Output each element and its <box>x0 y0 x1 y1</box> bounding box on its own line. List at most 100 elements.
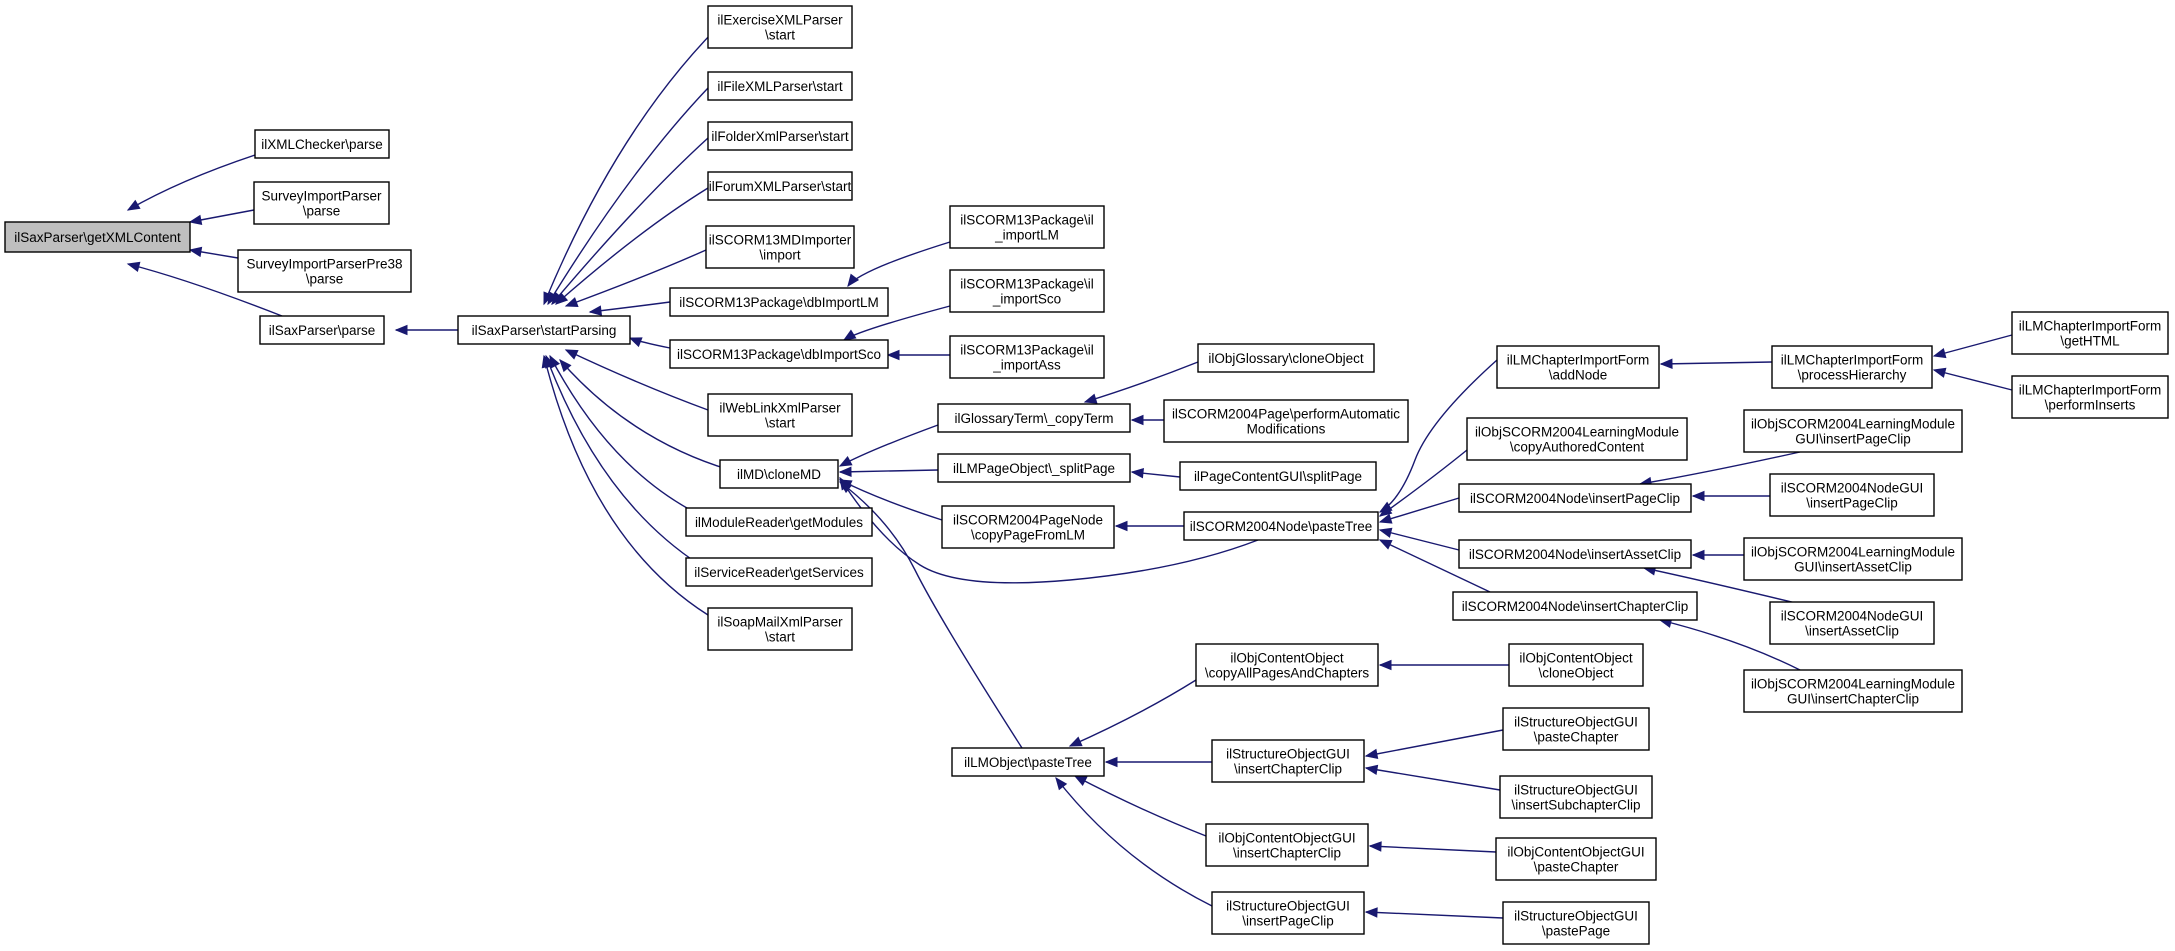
node-scorm13md[interactable]: ilSCORM13MDImporter\import <box>705 225 855 269</box>
node-label: \parse <box>306 272 344 287</box>
edge-dbimportlm-to-startparsing <box>588 301 671 316</box>
node-lmpageobject[interactable]: ilLMPageObject\_splitPage <box>937 453 1131 483</box>
node-importlm[interactable]: ilSCORM13Package\il_importLM <box>949 205 1105 249</box>
node-lmguiinsasset[interactable]: ilObjSCORM2004LearningModuleGUI\insertAs… <box>1743 537 1963 581</box>
node-structpastepage[interactable]: ilStructureObjectGUI\pastePage <box>1502 901 1650 945</box>
node-surveyimport38[interactable]: SurveyImportParserPre38\parse <box>237 249 412 293</box>
edge-line <box>1379 539 1491 593</box>
node-box <box>1769 473 1935 517</box>
node-label: \import <box>759 248 801 263</box>
node-label: ilSaxParser\getXMLContent <box>14 230 181 245</box>
edge-arrowhead <box>1378 659 1392 671</box>
edge-arrowhead <box>188 214 203 226</box>
node-pagecontentgui[interactable]: ilPageContentGUI\splitPage <box>1179 461 1377 491</box>
node-structinspage[interactable]: ilStructureObjectGUI\insertPageClip <box>1211 891 1365 935</box>
node-dbimportlm[interactable]: ilSCORM13Package\dbImportLM <box>669 287 889 317</box>
edge-arrowhead <box>126 261 141 272</box>
node-label: ilObjSCORM2004LearningModule <box>1751 417 1955 432</box>
node-box <box>719 459 839 489</box>
node-lmobjectpaste[interactable]: ilLMObject\pasteTree <box>951 747 1105 777</box>
edge-arrowhead <box>842 329 857 341</box>
node-importass[interactable]: ilSCORM13Package\il_importAss <box>949 335 1105 379</box>
node-weblink[interactable]: ilWebLinkXmlParser\start <box>707 393 853 437</box>
node-lmchaptergethtml[interactable]: ilLMChapterImportForm\getHTML <box>2011 311 2169 355</box>
node-nodeguiinspage[interactable]: ilSCORM2004NodeGUI\insertPageClip <box>1769 473 1935 517</box>
node-lmchapterproc[interactable]: ilLMChapterImportForm\processHierarchy <box>1771 345 1933 389</box>
node-servicereader[interactable]: ilServiceReader\getServices <box>685 557 873 587</box>
node-box <box>1211 739 1365 783</box>
node-label: ilObjContentObjectGUI <box>1507 845 1644 860</box>
node-label: ilMD\cloneMD <box>737 467 821 482</box>
node-label: ilObjSCORM2004LearningModule <box>1751 677 1955 692</box>
node-page2004[interactable]: ilSCORM2004Page\performAutomaticModifica… <box>1163 399 1409 443</box>
node-soapmail[interactable]: ilSoapMailXmlParser\start <box>707 607 853 651</box>
edge-arrowhead <box>1932 367 1947 378</box>
node-structinschap[interactable]: ilStructureObjectGUI\insertChapterClip <box>1211 739 1365 783</box>
node-objcontentpastechap[interactable]: ilObjContentObjectGUI\pasteChapter <box>1495 837 1657 881</box>
node-saxparse[interactable]: ilSaxParser\parse <box>259 315 385 345</box>
edge-objcontentcopy-to-lmobjectpaste <box>1068 679 1197 747</box>
node-label: SurveyImportParserPre38 <box>246 257 402 272</box>
edge-weblink-to-startparsing <box>564 349 709 411</box>
node-pagenode[interactable]: ilSCORM2004PageNode\copyPageFromLM <box>941 505 1115 549</box>
node-filexml[interactable]: ilFileXMLParser\start <box>707 71 853 101</box>
edge-arrowhead <box>1364 907 1378 918</box>
edge-arrowhead <box>188 246 203 258</box>
node-nodeinspage[interactable]: ilSCORM2004Node\insertPageClip <box>1458 483 1692 513</box>
edge-arrowhead <box>1104 756 1118 768</box>
edge-arrowhead <box>1055 776 1068 791</box>
edge-arrowhead <box>1073 775 1088 786</box>
node-objcontentclone[interactable]: ilObjContentObject\cloneObject <box>1508 643 1644 687</box>
edge-arrowhead <box>1368 841 1382 852</box>
edge-exercise-to-startparsing <box>543 14 731 306</box>
node-label: ilWebLinkXmlParser <box>719 401 841 416</box>
node-xmlchecker[interactable]: ilXMLChecker\parse <box>254 129 390 159</box>
node-nodeinsasset[interactable]: ilSCORM2004Node\insertAssetClip <box>1458 539 1692 569</box>
node-nodeguiinsasset[interactable]: ilSCORM2004NodeGUI\insertAssetClip <box>1769 601 1935 645</box>
edge-arrowhead <box>886 349 900 361</box>
node-lmchapteradd[interactable]: ilLMChapterImportForm\addNode <box>1496 345 1660 389</box>
node-structpastechap[interactable]: ilStructureObjectGUI\pasteChapter <box>1502 707 1650 751</box>
node-label: \copyPageFromLM <box>971 528 1085 543</box>
node-modulereader[interactable]: ilModuleReader\getModules <box>685 507 873 537</box>
node-label: ilSCORM2004NodeGUI <box>1781 481 1924 496</box>
edge-pagecontentgui-to-lmpageobject <box>1130 467 1181 479</box>
edge-objcontentpastechap-to-objcontentgui <box>1368 841 1497 853</box>
node-lmguiinschap[interactable]: ilObjSCORM2004LearningModuleGUI\insertCh… <box>1743 669 1963 713</box>
node-label: ilObjContentObject <box>1230 651 1344 666</box>
node-label: ilStructureObjectGUI <box>1514 715 1638 730</box>
node-root[interactable]: ilSaxParser\getXMLContent <box>4 221 191 253</box>
node-objcontentcopy[interactable]: ilObjContentObject\copyAllPagesAndChapte… <box>1195 643 1379 687</box>
node-objcontentgui[interactable]: ilObjContentObjectGUI\insertChapterClip <box>1205 823 1369 867</box>
node-lmchapterperform[interactable]: ilLMChapterImportForm\performInserts <box>2011 375 2169 419</box>
node-dbimportsco[interactable]: ilSCORM13Package\dbImportSco <box>669 339 889 369</box>
node-label: ilLMPageObject\_splitPage <box>953 461 1115 476</box>
node-label: ilStructureObjectGUI <box>1226 747 1350 762</box>
edge-line <box>1659 619 1801 671</box>
node-box <box>1499 775 1653 819</box>
edge-arrowhead <box>564 297 579 307</box>
node-glossaryterm[interactable]: ilGlossaryTerm\_copyTerm <box>937 403 1131 433</box>
node-label: \parse <box>303 204 341 219</box>
node-startparsing[interactable]: ilSaxParser\startParsing <box>457 315 631 345</box>
edge-folderxml-to-startparsing <box>551 137 709 306</box>
node-lmguiinspage[interactable]: ilObjSCORM2004LearningModuleGUI\insertPa… <box>1743 409 1963 453</box>
node-clonemd[interactable]: ilMD\cloneMD <box>719 459 839 489</box>
node-importsco[interactable]: ilSCORM13Package\il_importSco <box>949 269 1105 313</box>
node-surveyimport[interactable]: SurveyImportParser\parse <box>253 181 390 225</box>
node-objscorm2004copy[interactable]: ilObjSCORM2004LearningModule\copyAuthore… <box>1466 417 1688 461</box>
node-nodeinschap[interactable]: ilSCORM2004Node\insertChapterClip <box>1452 591 1698 621</box>
edge-line <box>847 241 951 287</box>
edge-arrowhead <box>541 354 552 369</box>
node-folderxml[interactable]: ilFolderXmlParser\start <box>707 121 853 151</box>
node-label: _importAss <box>992 358 1061 373</box>
node-box <box>1496 345 1660 389</box>
edge-line <box>565 349 709 411</box>
node-box <box>951 747 1105 777</box>
node-forumxml[interactable]: ilForumXMLParser\start <box>707 171 853 201</box>
node-objglossary[interactable]: ilObjGlossary\cloneObject <box>1197 343 1375 373</box>
node-nodepastetree[interactable]: ilSCORM2004Node\pasteTree <box>1183 511 1379 541</box>
node-exercise[interactable]: ilExerciseXMLParser\start <box>707 5 853 49</box>
node-structinssub[interactable]: ilStructureObjectGUI\insertSubchapterCli… <box>1499 775 1653 819</box>
edge-line <box>1933 369 2013 391</box>
